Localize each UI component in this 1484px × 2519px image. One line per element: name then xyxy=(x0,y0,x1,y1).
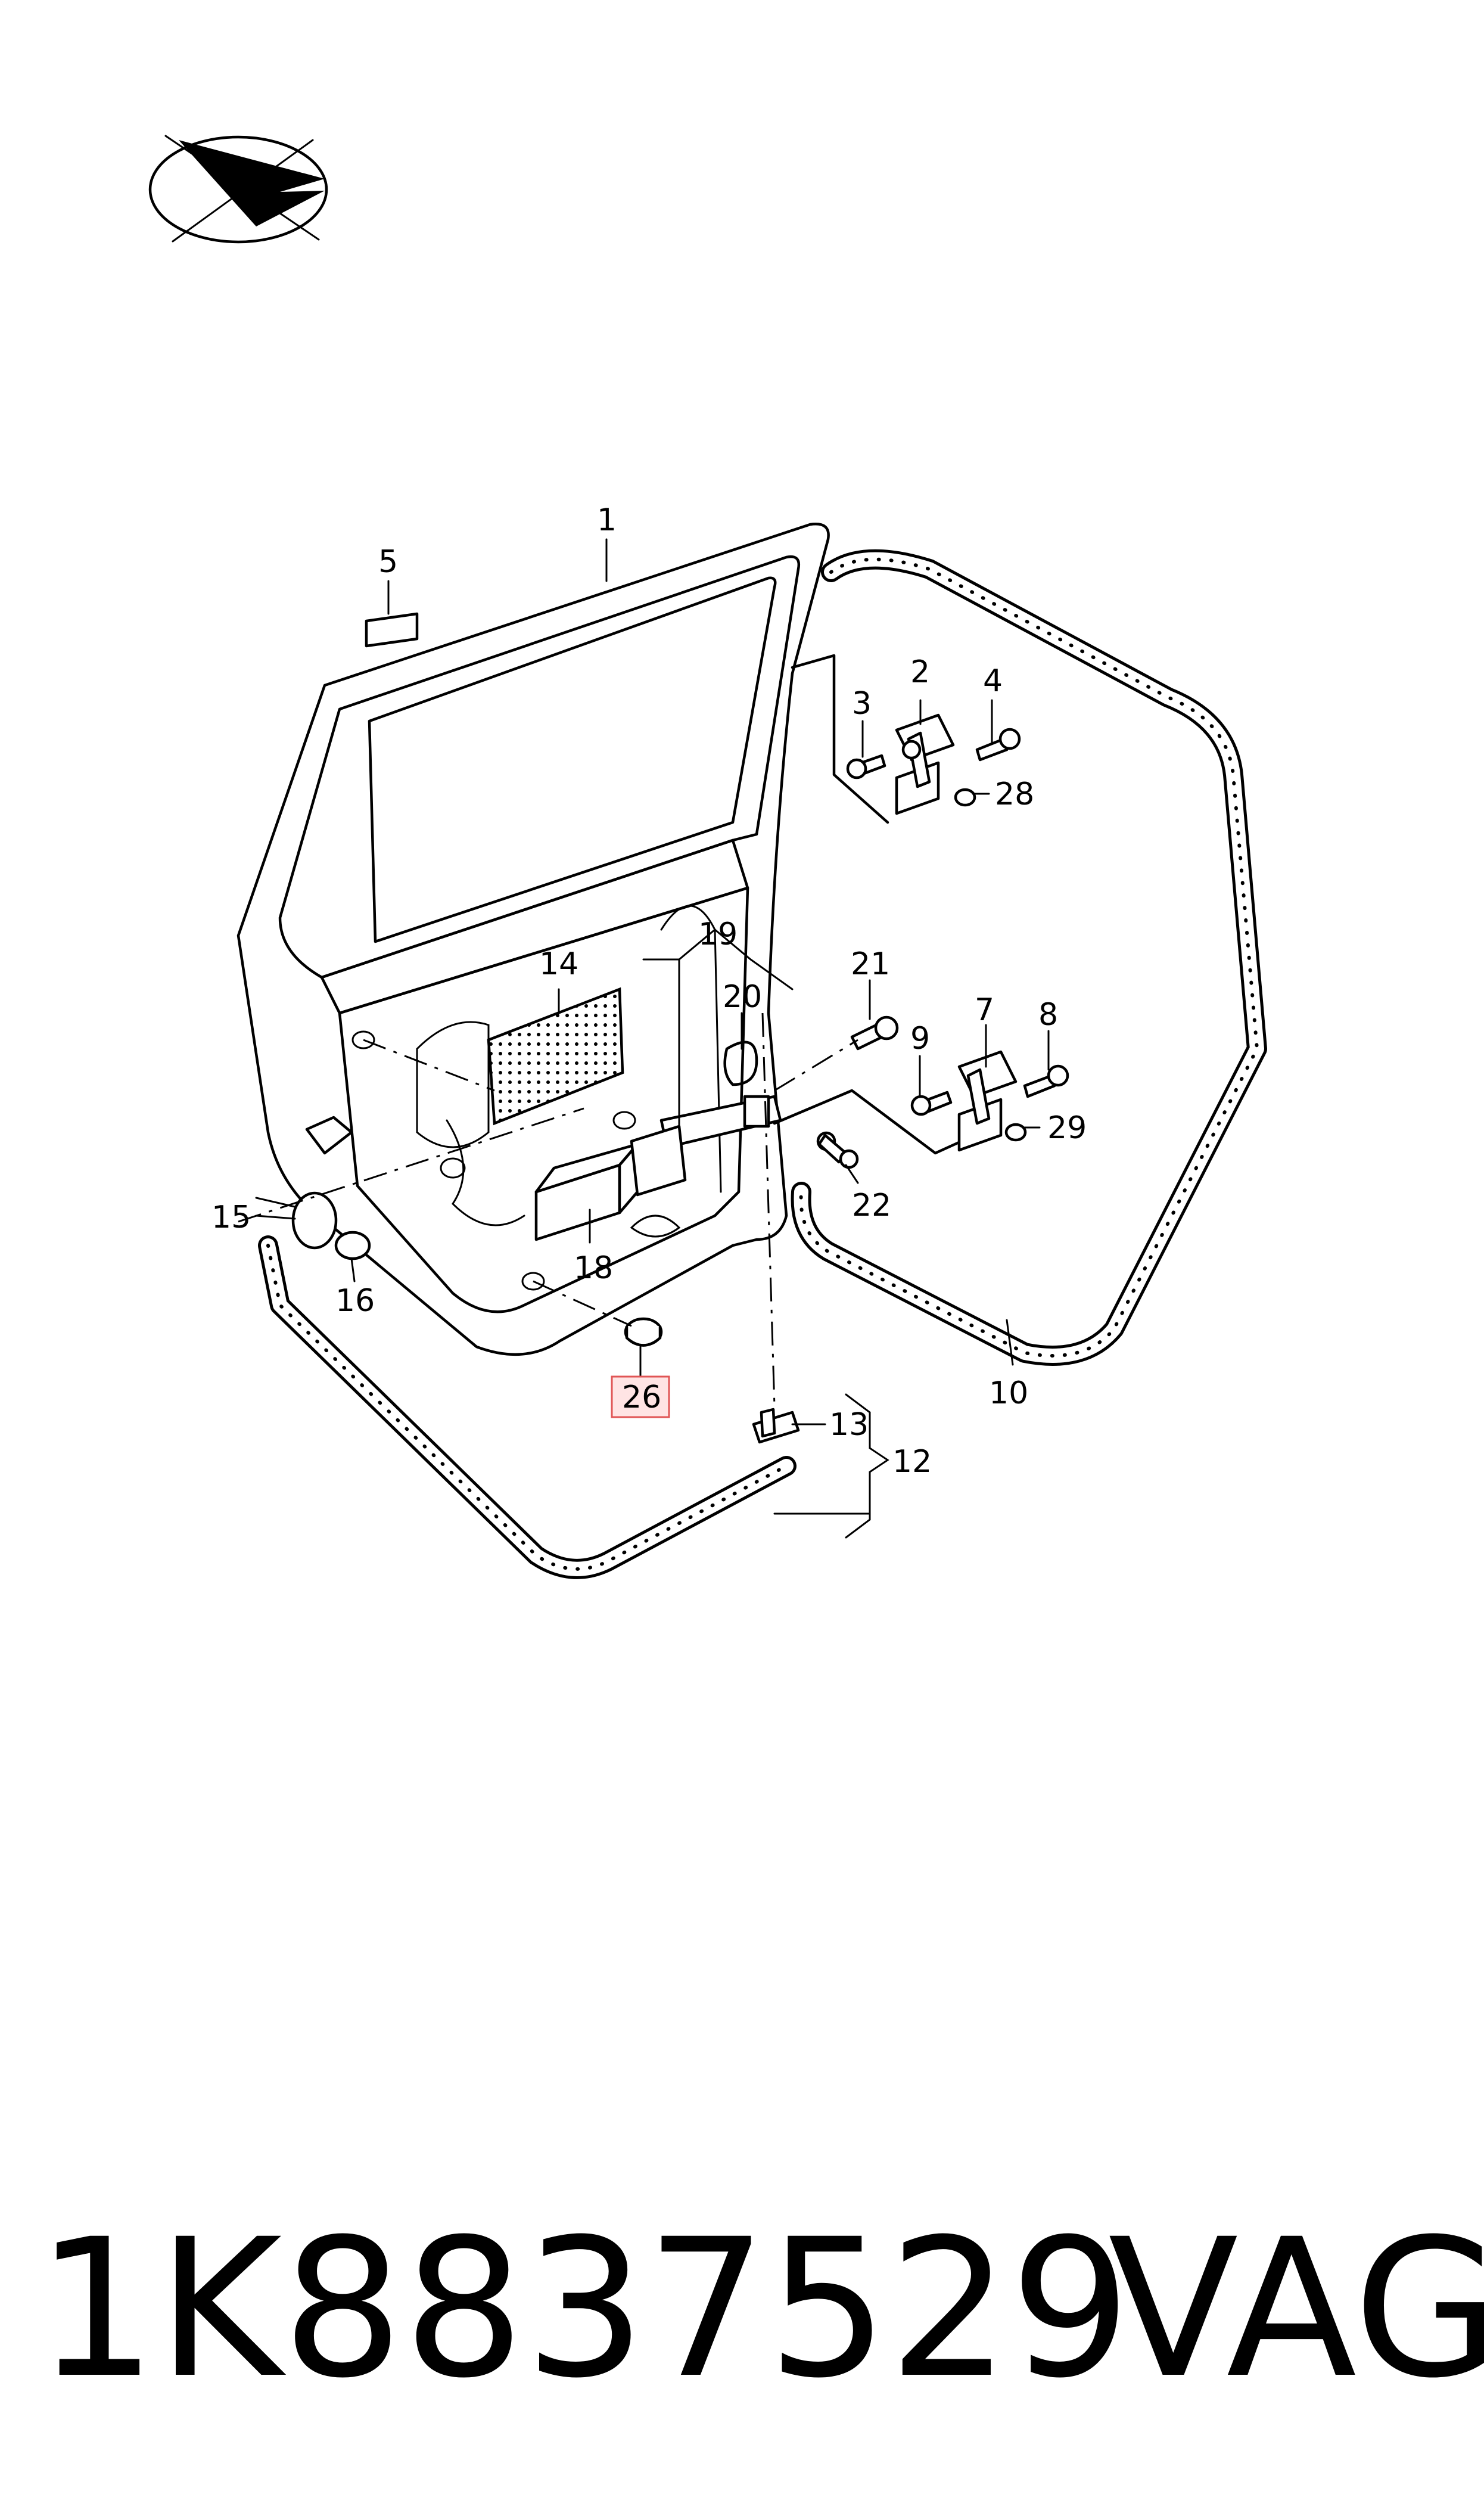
label-sticker xyxy=(365,612,419,648)
callout-4: 4 xyxy=(983,663,1003,699)
brand-name: VAG xyxy=(1108,2198,1484,2420)
door-check-strap xyxy=(630,1095,782,1197)
lower-door-seal xyxy=(258,1235,797,1579)
bolt-8 xyxy=(1023,1064,1069,1098)
clip-13 xyxy=(752,1408,800,1444)
callout-2: 2 xyxy=(910,654,930,690)
plug-26 xyxy=(624,1317,663,1347)
bolt-22 xyxy=(816,1131,859,1169)
callout-18: 18 xyxy=(574,1250,613,1286)
highlight-box xyxy=(611,1375,670,1418)
damping-pad xyxy=(487,987,624,1126)
callout-5: 5 xyxy=(378,544,398,580)
bolt-4 xyxy=(975,728,1021,762)
lower-hinge xyxy=(773,1050,1069,1155)
callout-16: 16 xyxy=(335,1283,375,1319)
callout-29: 29 xyxy=(1047,1110,1087,1146)
callout-labels: 1 5 2 3 4 28 14 19 20 21 9 7 8 29 22 15 … xyxy=(211,502,1087,1480)
callout-7: 7 xyxy=(975,992,994,1028)
callout-3: 3 xyxy=(852,686,872,722)
callout-19: 19 xyxy=(698,917,738,952)
callout-9: 9 xyxy=(910,1021,930,1057)
cap-29 xyxy=(1004,1123,1027,1142)
callout-14: 14 xyxy=(539,946,578,982)
callout-15: 15 xyxy=(211,1200,251,1235)
gasket xyxy=(723,1040,758,1086)
callout-21: 21 xyxy=(851,946,890,982)
callout-10: 10 xyxy=(989,1375,1028,1411)
callout-26: 26 xyxy=(622,1380,661,1415)
callout-12: 12 xyxy=(892,1444,932,1480)
callout-20: 20 xyxy=(723,979,762,1015)
screw-21 xyxy=(850,1015,899,1051)
leader-lines xyxy=(255,538,1050,1539)
callout-1: 1 xyxy=(597,502,617,538)
callout-8: 8 xyxy=(1038,997,1058,1033)
bolt-3 xyxy=(846,754,886,779)
bolt-9 xyxy=(910,1091,953,1116)
assembly-guide-lines xyxy=(238,1012,858,1407)
callout-22: 22 xyxy=(852,1188,891,1223)
callout-13: 13 xyxy=(829,1407,869,1443)
cap-28 xyxy=(954,788,976,807)
door-seal xyxy=(791,549,1267,1366)
upper-hinge xyxy=(791,654,1021,824)
part-number: 1K8837529 xyxy=(36,2198,1131,2420)
view-direction-arrow-icon xyxy=(148,135,328,244)
callout-28: 28 xyxy=(995,776,1034,812)
grommet-16 xyxy=(334,1231,371,1260)
grommet-15 xyxy=(291,1191,338,1250)
connector-block xyxy=(534,1142,639,1241)
